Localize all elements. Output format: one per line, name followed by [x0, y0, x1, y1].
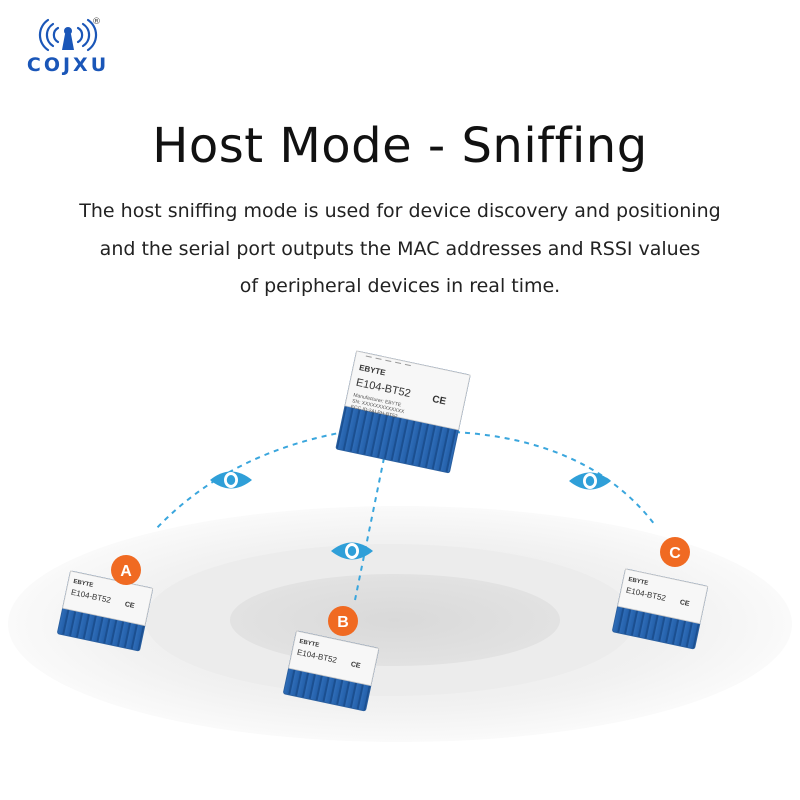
page-title: Host Mode - Sniffing: [152, 118, 648, 174]
peripheral-module-a: EBYTE E104-BT52 CE: [57, 570, 154, 652]
module-maker: EBYTE: [299, 639, 320, 649]
brand-logo: ® COJXU: [18, 14, 118, 84]
brand-name: COJXU: [26, 54, 110, 76]
ce-mark: CE: [431, 394, 447, 408]
description-line: The host sniffing mode is used for devic…: [79, 200, 721, 222]
description-line: of peripheral devices in real time.: [239, 275, 561, 297]
badge-b: B: [328, 606, 358, 636]
eye-icon: [210, 471, 252, 489]
host-module: EBYTE E104-BT52 CE Manufacturer: EBYTE S…: [335, 350, 471, 474]
floor-inner-ring: [230, 574, 560, 666]
wireless-signal-icon: ®: [38, 17, 101, 52]
badge-a: A: [111, 555, 141, 585]
peripheral-module-c: EBYTE E104-BT52 CE: [612, 568, 709, 650]
dashed-link-a: [154, 429, 357, 531]
dashed-link-b: [354, 457, 385, 601]
description-line: and the serial port outputs the MAC addr…: [99, 237, 701, 260]
peripheral-module-b: EBYTE E104-BT52 CE: [283, 630, 380, 712]
badge-label: C: [669, 545, 681, 562]
ce-mark: CE: [124, 601, 135, 610]
eye-icon: [569, 472, 611, 490]
description: The host sniffing mode is used for devic…: [30, 193, 770, 306]
ce-mark: CE: [679, 599, 690, 608]
eye-icon: [331, 542, 373, 560]
badge-label: B: [337, 614, 349, 631]
badge-label: A: [120, 563, 132, 580]
registered-mark: ®: [92, 17, 101, 27]
module-maker: EBYTE: [628, 577, 649, 587]
dashed-link-c: [454, 431, 656, 526]
module-maker: EBYTE: [73, 579, 94, 589]
ce-mark: CE: [350, 661, 361, 670]
badge-c: C: [660, 537, 690, 567]
